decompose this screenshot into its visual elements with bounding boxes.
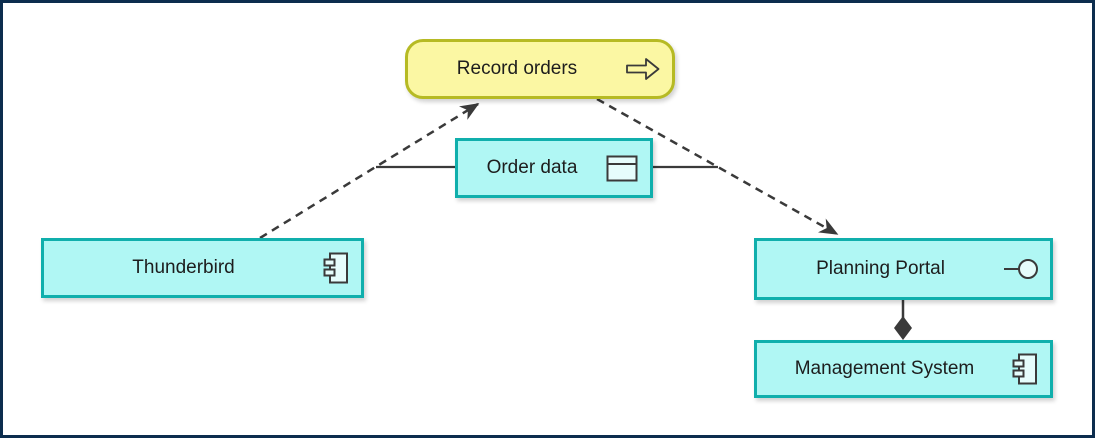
node-order-data[interactable]: Order data [455,138,653,198]
node-planning-portal[interactable]: Planning Portal [754,238,1053,300]
node-order-data-label: Order data [486,157,578,178]
composition-diamond [894,316,912,340]
node-management-system[interactable]: Management System [754,340,1053,398]
node-management-system-label: Management System [794,358,975,379]
interface-icon [1004,257,1038,281]
connector-layer [259,97,912,340]
node-record-orders-label: Record orders [456,58,578,79]
node-planning-portal-label: Planning Portal [816,258,945,279]
node-record-orders[interactable]: Record orders [405,39,675,99]
node-thunderbird[interactable]: Thunderbird [41,238,364,298]
process-arrow-icon [626,57,660,81]
component-icon [323,252,349,284]
flow-record-orders-to-planning-portal[interactable] [596,97,839,236]
node-thunderbird-label: Thunderbird [132,257,235,278]
flow-thunderbird-to-record-orders[interactable] [259,102,480,240]
data-object-icon [606,155,638,182]
component-icon [1012,353,1038,385]
